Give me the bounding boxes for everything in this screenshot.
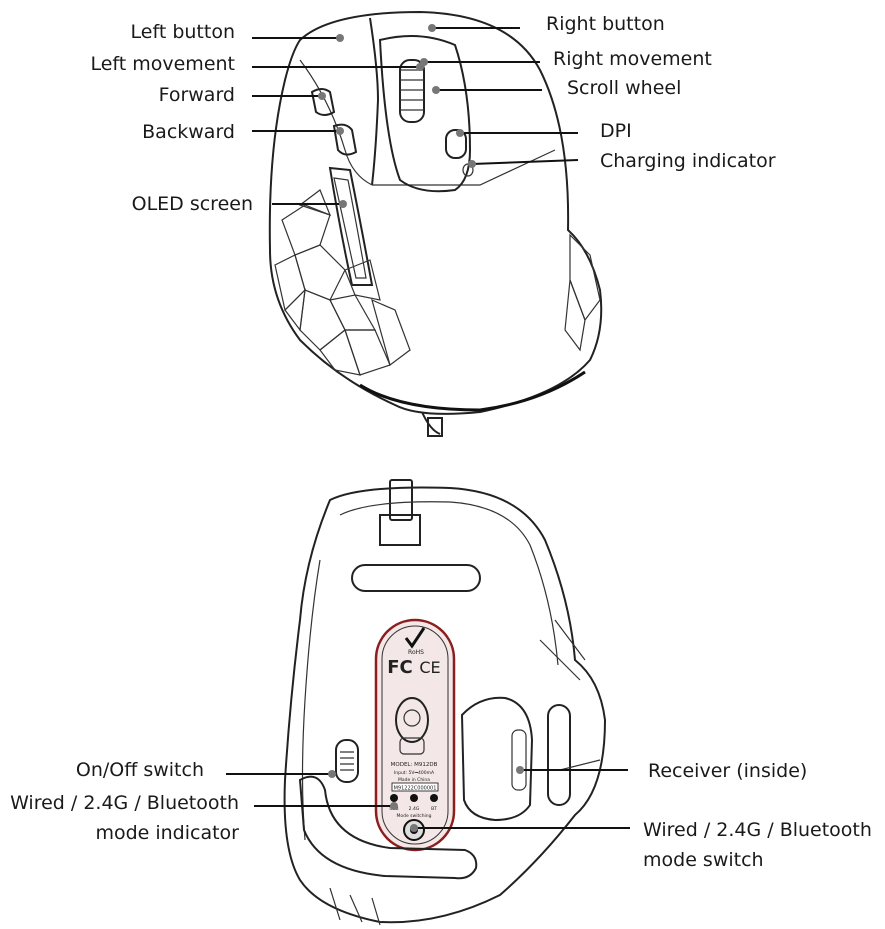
plate-bt: BT: [431, 806, 437, 812]
label-oled-screen: OLED screen: [131, 193, 253, 215]
plate-rohs: RoHS: [408, 649, 424, 656]
mouse-top-view: [268, 10, 603, 437]
label-charging-indicator: Charging indicator: [600, 150, 776, 172]
label-right-button: Right button: [546, 13, 665, 35]
label-left-button: Left button: [130, 21, 235, 43]
label-on-off-switch: On/Off switch: [75, 759, 204, 781]
plate-fc-logo: FC: [387, 657, 413, 678]
label-mode-indicator-line1: Wired / 2.4G / Bluetooth: [10, 792, 239, 814]
label-mode-switch-line1: Wired / 2.4G / Bluetooth: [643, 819, 872, 841]
label-dpi: DPI: [600, 120, 632, 142]
label-right-movement: Right movement: [553, 48, 712, 70]
label-mode-switch-line2: mode switch: [643, 849, 764, 871]
label-backward: Backward: [142, 121, 235, 143]
mouse-bottom-view: [283, 479, 607, 926]
label-mode-indicator-line2: mode indicator: [95, 822, 239, 844]
top-leader-lines: [252, 24, 579, 208]
plate-24g: 2.4G: [409, 806, 420, 812]
plate-serial: M91222C000001: [394, 786, 437, 792]
plate-made-in: Made in China: [398, 777, 430, 783]
label-scroll-wheel: Scroll wheel: [567, 77, 682, 99]
label-left-movement: Left movement: [90, 53, 235, 75]
plate-ce-logo: CE: [419, 658, 440, 677]
plate-input: Input: 5V⎓400mA: [394, 770, 435, 776]
plate-model: MODEL: M912DB: [391, 762, 438, 768]
plate-mode-switching: Mode switching: [396, 813, 431, 819]
label-receiver: Receiver (inside): [648, 760, 808, 782]
label-forward: Forward: [158, 84, 235, 106]
bottom-leader-lines: [226, 766, 630, 832]
